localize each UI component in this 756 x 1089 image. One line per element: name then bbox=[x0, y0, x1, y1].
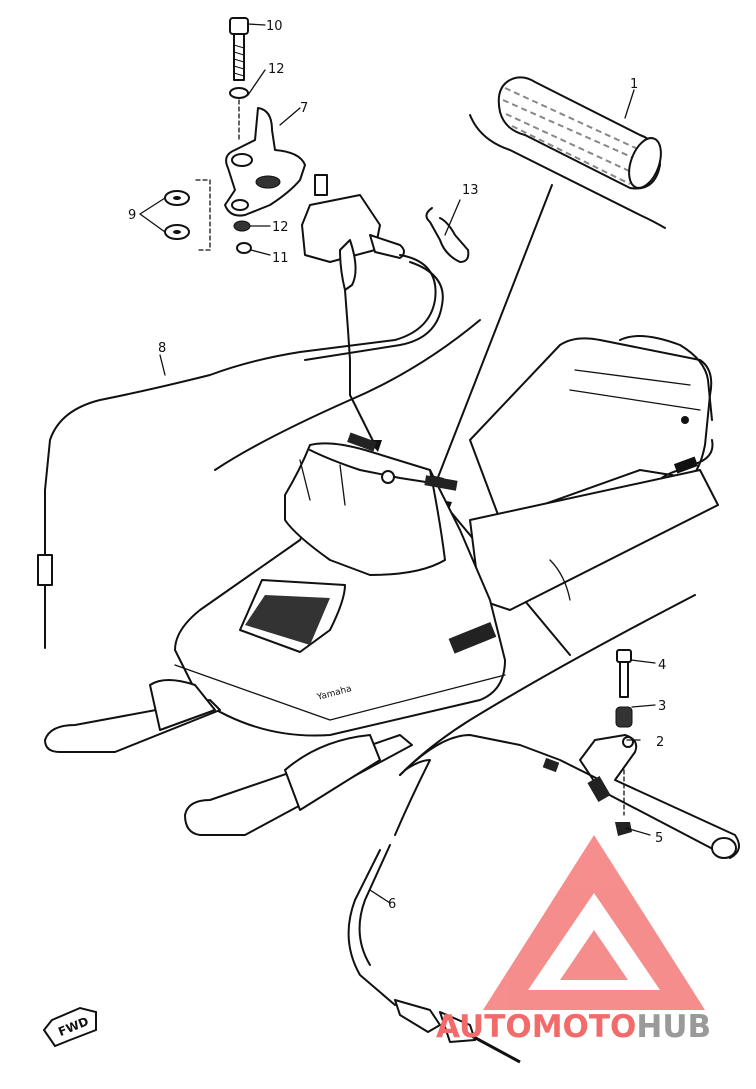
cable-adjuster bbox=[394, 999, 521, 1064]
bolt-10 bbox=[229, 17, 249, 81]
callout-9: 9 bbox=[128, 208, 136, 223]
washer-9-a bbox=[164, 190, 190, 206]
washer-12-upper bbox=[229, 87, 249, 99]
grip-callout-bracket bbox=[469, 114, 666, 229]
bolt-4 bbox=[616, 649, 632, 698]
section-divider-top bbox=[214, 319, 481, 471]
callout-10: 10 bbox=[266, 19, 283, 34]
callout-6: 6 bbox=[388, 897, 396, 912]
callout-12-lower: 12 bbox=[272, 220, 289, 235]
callout-3: 3 bbox=[658, 699, 666, 714]
callout-13: 13 bbox=[462, 183, 479, 198]
collar-3 bbox=[615, 706, 633, 728]
washer-9-b bbox=[164, 224, 190, 240]
washer-12-lower bbox=[233, 220, 251, 232]
brake-cable-6 bbox=[347, 849, 396, 1006]
watermark-part2: HUB bbox=[636, 1009, 711, 1045]
brake-cable-upper bbox=[399, 734, 601, 781]
cable-end-8 bbox=[37, 554, 53, 586]
callout-8: 8 bbox=[158, 341, 166, 356]
callout-5: 5 bbox=[655, 831, 663, 846]
ski-right bbox=[184, 734, 413, 836]
callout-4: 4 bbox=[658, 658, 666, 673]
snowmobile: Yamaha bbox=[174, 335, 719, 737]
housing-cable bbox=[344, 289, 351, 396]
callout-1: 1 bbox=[630, 77, 638, 92]
watermark-logo bbox=[483, 835, 705, 1010]
handlebar-grip bbox=[497, 76, 662, 190]
watermark-text: AUTOMOTOHUB bbox=[436, 1009, 711, 1045]
fwd-badge: FWD bbox=[42, 1006, 97, 1048]
throttle-cable-8 bbox=[44, 254, 437, 561]
nut-11 bbox=[236, 242, 252, 254]
callout-12-upper: 12 bbox=[268, 62, 285, 77]
bracket-7 bbox=[224, 107, 306, 217]
callout-11: 11 bbox=[272, 251, 289, 266]
ski-left bbox=[44, 679, 221, 753]
callout-2: 2 bbox=[656, 735, 664, 750]
callout-7: 7 bbox=[300, 101, 308, 116]
clip-13 bbox=[425, 207, 470, 263]
nut-5 bbox=[615, 822, 632, 836]
throttle-housing bbox=[301, 174, 405, 291]
watermark-part1: AUTOMOTO bbox=[436, 1009, 636, 1045]
